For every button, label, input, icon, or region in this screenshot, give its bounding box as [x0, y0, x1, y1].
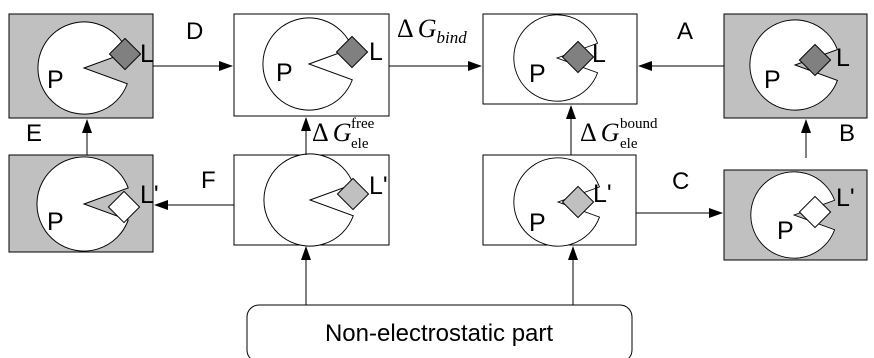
protein-label: P: [777, 217, 794, 245]
ligand-label: L': [836, 184, 855, 212]
non-electrostatic-part-label: Non-electrostatic part: [325, 320, 553, 347]
delta-g-ele-bound-superscript: bound: [620, 116, 658, 132]
ligand-diamond: [335, 35, 369, 69]
delta-g-ele-free-superscript: free: [351, 116, 375, 132]
delta-g-ele-bound-subscript: ele: [620, 136, 638, 152]
protein-label: P: [276, 59, 293, 87]
ligand-label: L: [369, 38, 383, 66]
protein-label: P: [529, 209, 546, 237]
ligand-label: L': [369, 172, 388, 200]
step-label-f: F: [201, 167, 216, 194]
protein-label: P: [47, 208, 64, 236]
ligand-diamond: [108, 37, 142, 71]
step-label-d: D: [186, 18, 203, 45]
step-label-c: C: [672, 168, 689, 195]
ligand-label: L: [592, 40, 606, 68]
ligand-diamond: [798, 43, 832, 77]
delta-g-ele-free-subscript: ele: [351, 136, 369, 152]
ligand-diamond: [336, 177, 370, 211]
protein-label: P: [47, 66, 64, 94]
ligand-diamond: [561, 185, 595, 219]
ligand-diamond: [798, 195, 832, 229]
protein-label: P: [764, 66, 781, 94]
ligand-label: L: [836, 44, 850, 72]
ligand-label: L: [140, 40, 154, 68]
ligand-diamond: [107, 190, 141, 224]
step-label-b: B: [839, 120, 855, 147]
protein-label: P: [529, 60, 546, 88]
ligand-label: L': [593, 180, 612, 208]
step-label-e: E: [26, 120, 42, 147]
non-electrostatic-part-box: [246, 304, 633, 358]
step-label-a: A: [677, 18, 693, 45]
ligand-diamond: [561, 40, 595, 74]
